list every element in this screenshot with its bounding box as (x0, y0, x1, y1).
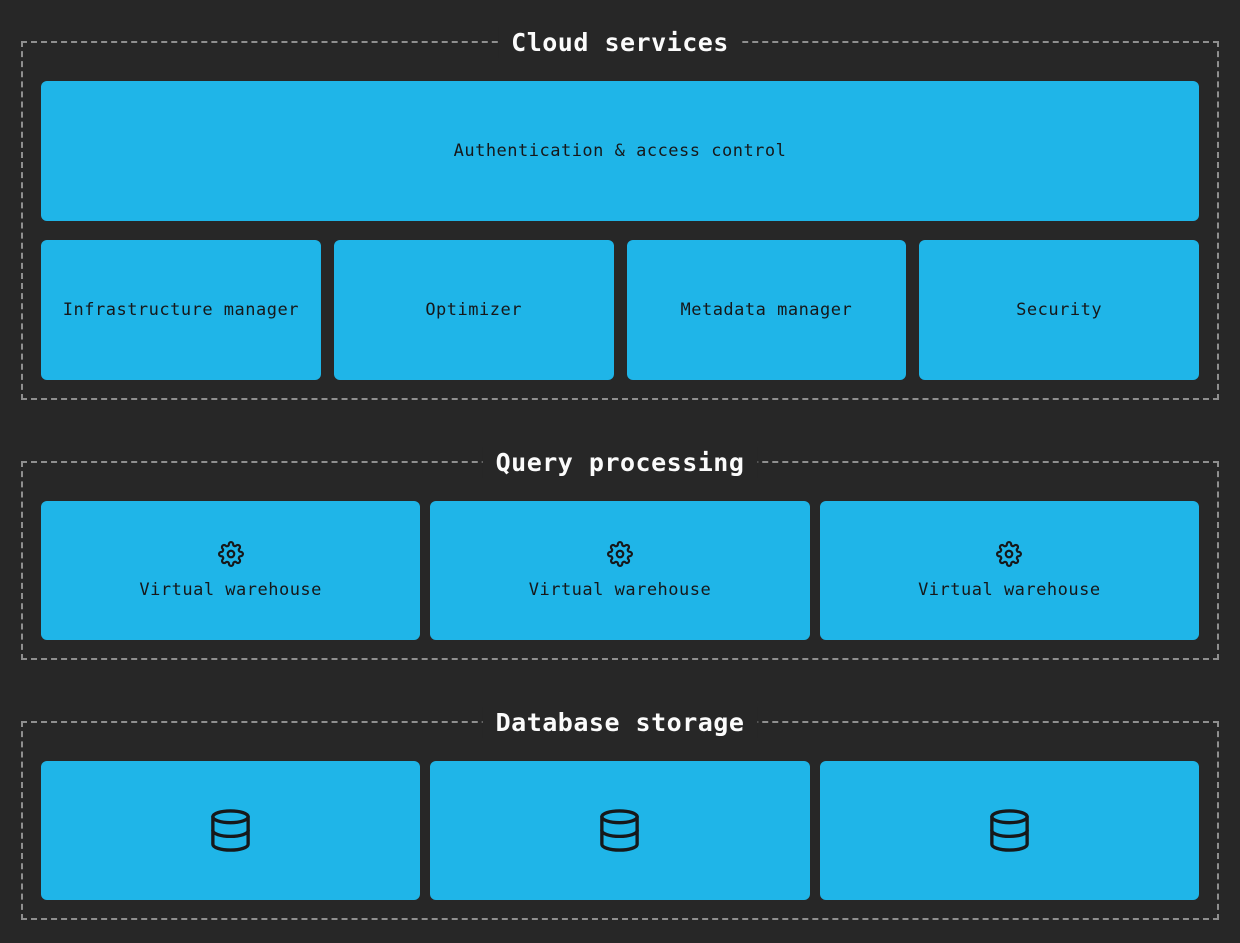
box-infrastructure-manager: Infrastructure manager (41, 240, 321, 380)
box-label: Virtual warehouse (139, 580, 322, 600)
box-label: Optimizer (425, 300, 522, 320)
section-query-processing: Query processing Virtual warehouse Virtu… (21, 447, 1219, 660)
box-virtual-warehouse-3: Virtual warehouse (819, 501, 1199, 640)
box-database-2 (430, 761, 810, 900)
database-icon (211, 809, 250, 852)
gear-icon (996, 541, 1023, 567)
box-label: Virtual warehouse (918, 580, 1101, 600)
query-processing-row: Virtual warehouse Virtual warehouse Virt… (41, 501, 1199, 640)
box-label: Security (1016, 300, 1103, 320)
section-cloud-services: Cloud services Authentication & access c… (21, 27, 1219, 400)
database-storage-row (41, 761, 1199, 900)
section-database-storage: Database storage (21, 707, 1219, 920)
box-virtual-warehouse-1: Virtual warehouse (41, 501, 421, 640)
box-optimizer: Optimizer (333, 240, 614, 380)
box-label: Infrastructure manager (62, 300, 299, 320)
database-icon (990, 809, 1029, 852)
box-label: Metadata manager (680, 300, 853, 320)
box-database-1 (41, 761, 421, 900)
section-title-cloud-services: Cloud services (498, 27, 742, 58)
box-security: Security (919, 240, 1199, 380)
box-label: Authentication & access control (453, 141, 787, 161)
gear-icon (606, 541, 633, 567)
box-database-3 (819, 761, 1199, 900)
section-title-query-processing: Query processing (482, 447, 758, 478)
section-title-database-storage: Database storage (482, 707, 758, 738)
box-authentication-access-control: Authentication & access control (41, 81, 1199, 221)
box-label: Virtual warehouse (528, 580, 712, 600)
box-metadata-manager: Metadata manager (626, 240, 907, 380)
database-icon (600, 809, 640, 852)
box-virtual-warehouse-2: Virtual warehouse (430, 501, 810, 640)
cloud-services-row: Infrastructure manager Optimizer Metadat… (41, 240, 1199, 380)
gear-icon (217, 541, 244, 567)
